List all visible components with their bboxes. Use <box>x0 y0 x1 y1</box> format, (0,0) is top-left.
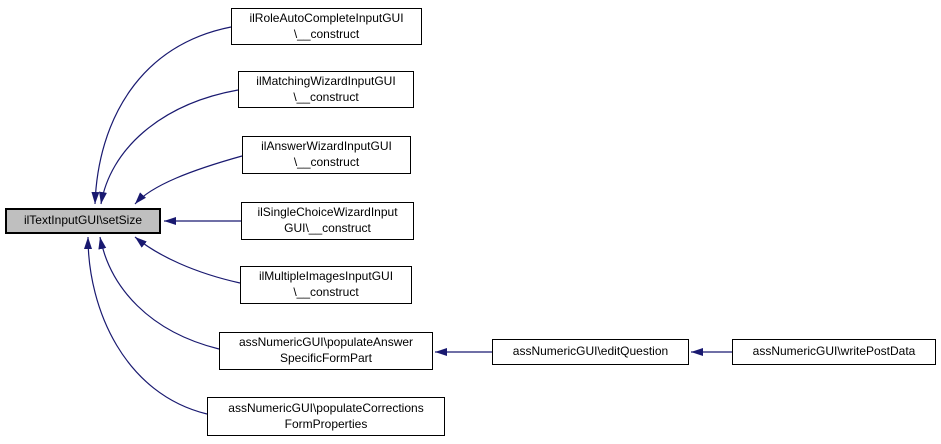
node-label: assNumericGUI\populateCorrections <box>228 400 424 415</box>
node-ilmatchingwizardinputgui-construct[interactable]: ilMatchingWizardInputGUI \__construct <box>238 71 414 108</box>
node-iltextinputgui-setsize: ilTextInputGUI\setSize <box>5 208 161 234</box>
node-assnumericgui-editquestion[interactable]: assNumericGUI\editQuestion <box>492 339 689 365</box>
node-label: \__construct <box>293 285 359 299</box>
node-assnumericgui-populatecorrectionsformproperties[interactable]: assNumericGUI\populateCorrections FormPr… <box>207 397 445 436</box>
edge-roleautocomplete-to-setsize <box>91 26 232 205</box>
node-assnumericgui-populateanswerspecificformpart[interactable]: assNumericGUI\populateAnswer SpecificFor… <box>219 332 433 370</box>
node-label: assNumericGUI\writePostData <box>752 344 916 359</box>
edge-multipleimages-to-setsize <box>134 236 241 284</box>
node-label: FormProperties <box>284 416 368 431</box>
node-ilroleautocompleteinputgui-construct[interactable]: ilRoleAutoCompleteInputGUI \__construct <box>231 8 422 45</box>
edge-populateanswer-to-setsize <box>98 236 220 350</box>
edge-answerwizard-to-setsize <box>134 155 243 205</box>
node-ilmultipleimagesinputgui-construct[interactable]: ilMultipleImagesInputGUI \__construct <box>240 266 412 304</box>
node-label: ilMultipleImagesInputGUI <box>258 269 394 284</box>
node-label: ilMatchingWizardInputGUI <box>256 73 396 88</box>
node-label: \__construct <box>293 155 360 169</box>
node-label: GUI\__construct <box>284 221 371 235</box>
node-label: assNumericGUI\editQuestion <box>512 344 669 359</box>
node-label: ilSingleChoiceWizardInput <box>257 205 398 220</box>
node-label: ilRoleAutoCompleteInputGUI <box>249 10 404 25</box>
node-assnumericgui-writepostdata[interactable]: assNumericGUI\writePostData <box>732 339 936 365</box>
node-ilsinglechoicewizardinputgui-construct[interactable]: ilSingleChoiceWizardInput GUI\__construc… <box>241 202 414 240</box>
edge-populatecorrections-to-setsize <box>84 236 208 415</box>
node-ilanswerwizardinputgui-construct[interactable]: ilAnswerWizardInputGUI \__construct <box>242 136 411 174</box>
edge-matchingwizard-to-setsize <box>99 89 239 205</box>
node-label: ilTextInputGUI\setSize <box>23 213 143 228</box>
node-label: SpecificFormPart <box>279 351 373 365</box>
node-label: \__construct <box>293 26 360 41</box>
node-label: \__construct <box>293 89 359 104</box>
node-label: assNumericGUI\populateAnswer <box>238 335 414 350</box>
node-label: ilAnswerWizardInputGUI <box>261 139 392 154</box>
